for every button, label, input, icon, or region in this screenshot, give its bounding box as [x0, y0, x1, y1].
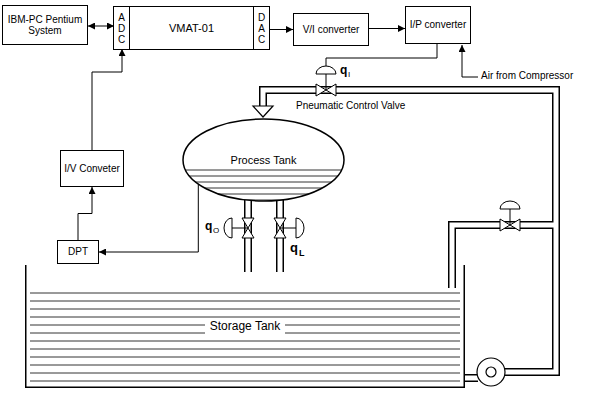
- transmitter-box: DPT: [57, 240, 99, 264]
- load-valve: [274, 218, 304, 238]
- pneumatic-signal-line: [326, 44, 437, 66]
- flow-symbol-holder: q: [205, 219, 212, 233]
- liquid-line: [182, 200, 345, 201]
- flow-subscript: I: [348, 70, 350, 79]
- node-label: VMAT-01: [169, 22, 214, 35]
- converter-box: I/P converter: [405, 6, 471, 44]
- node-label: Process Tank: [226, 153, 302, 168]
- liquid-line: [30, 357, 460, 358]
- flow-subscript-holder: O: [213, 226, 219, 235]
- liquid-line: [182, 170, 345, 171]
- flow-symbol: q: [205, 219, 212, 233]
- flow-subscript-holder: I: [348, 70, 350, 79]
- air-supply-label: Air from Compressor: [481, 70, 573, 81]
- pump-casing: [477, 358, 505, 386]
- daq-card-box: VMAT-01 ADC DAC: [113, 6, 270, 50]
- signal-connector: [92, 49, 122, 150]
- valve-stem: [232, 228, 248, 229]
- liquid-level: [30, 293, 460, 381]
- computer-box: IBM-PC Pentium System: [2, 5, 88, 45]
- liquid-line: [30, 349, 460, 350]
- node-label: DPT: [68, 246, 88, 258]
- pump-impeller: [486, 367, 496, 377]
- node-label: I/P converter: [410, 19, 467, 31]
- liquid-line: [30, 301, 460, 302]
- flow-symbol: q: [290, 240, 298, 255]
- valve-body: [500, 219, 520, 231]
- flow-symbol: q: [340, 63, 347, 77]
- node-label: I/V Conveter: [64, 163, 120, 175]
- valve-label: Pneumatic Control Valve: [296, 100, 405, 111]
- node-label: V/I converter: [303, 24, 360, 36]
- valve-body: [316, 84, 336, 96]
- valve-actuator: [296, 218, 304, 238]
- liquid-line: [182, 182, 345, 183]
- air-supply-label-holder: Air from Compressor: [481, 70, 573, 81]
- liquid-line: [182, 188, 345, 189]
- air-supply-arrow: [462, 45, 478, 77]
- liquid-line: [30, 341, 460, 342]
- section-letters: ADC: [117, 12, 127, 45]
- liquid-line: [30, 293, 460, 294]
- liquid-line: [182, 176, 345, 177]
- valve-stem: [326, 74, 327, 90]
- valve-stem: [510, 209, 511, 225]
- dac-section: DAC: [253, 7, 269, 49]
- pump-symbol: [477, 358, 505, 386]
- flow-subscript-holder: L: [299, 248, 305, 258]
- signal-connector: [99, 184, 198, 252]
- valve-actuator: [500, 201, 520, 209]
- signal-connector: [88, 26, 114, 27]
- valve-actuator: [316, 66, 336, 74]
- flow-subscript: L: [299, 248, 305, 258]
- process-tank: Process Tank: [182, 118, 345, 202]
- outlet-valve: [224, 218, 254, 238]
- liquid-line: [30, 365, 460, 366]
- adc-section: ADC: [114, 7, 130, 49]
- tank-wall: [26, 265, 465, 387]
- valve-actuator: [224, 218, 232, 238]
- flow-symbol-holder: q: [290, 240, 298, 255]
- liquid-level: [182, 170, 345, 200]
- liquid-line: [30, 381, 460, 382]
- valve-body: [274, 218, 286, 238]
- storage-tank: Storage Tank: [25, 265, 465, 388]
- node-label: IBM-PC Pentium System: [7, 14, 83, 37]
- bypass-valve: [500, 201, 520, 231]
- section-letters: DAC: [257, 12, 267, 45]
- converter-box: I/V Conveter: [60, 150, 124, 187]
- node-label: Storage Tank: [205, 319, 286, 335]
- control-valve: [316, 66, 336, 96]
- signal-connector: [269, 29, 293, 30]
- inflow-arrow: [253, 106, 273, 117]
- valve-body: [242, 218, 254, 238]
- flow-subscript: O: [213, 226, 219, 235]
- converter-box: V/I converter: [293, 13, 369, 46]
- liquid-line: [182, 194, 345, 195]
- liquid-line: [30, 373, 460, 374]
- signal-connector: [78, 187, 92, 240]
- liquid-line: [30, 309, 460, 310]
- signal-connector: [369, 28, 405, 29]
- valve-label-holder: Pneumatic Control Valve: [296, 100, 405, 111]
- liquid-line: [30, 317, 460, 318]
- tank-shell: [183, 119, 344, 201]
- flow-symbol-holder: q: [340, 63, 347, 77]
- valve-stem: [280, 228, 296, 229]
